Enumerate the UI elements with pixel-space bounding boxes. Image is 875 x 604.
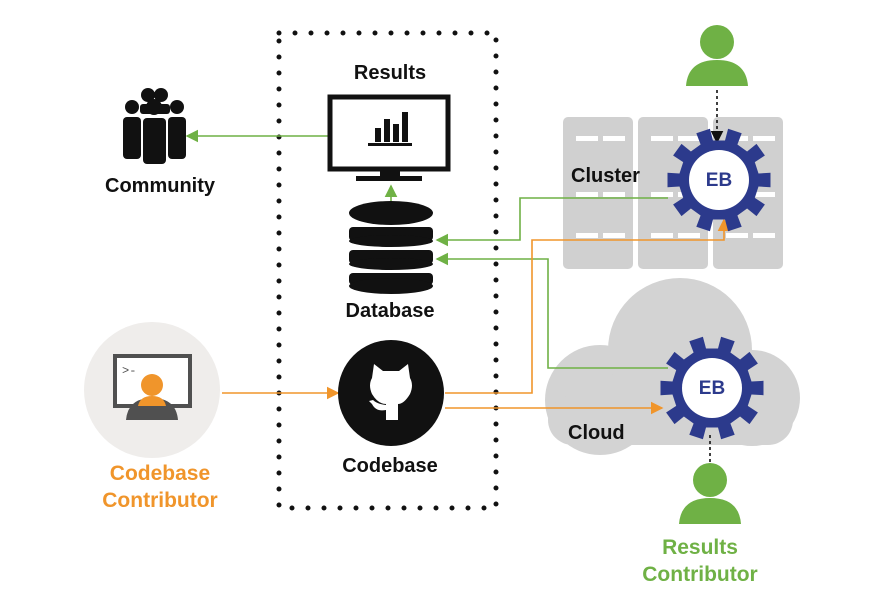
results-contributor-icon <box>679 463 741 524</box>
arrow-codebase-to-cluster <box>445 218 731 394</box>
arrow-cluster-to-database <box>435 197 668 247</box>
monitor-chart-icon <box>327 94 451 181</box>
results-contributor-label-line2: Contributor <box>642 563 758 586</box>
results-contributor-icon <box>686 25 748 86</box>
codebase-label: Codebase <box>342 455 438 477</box>
codebase-contributor-label-line1: Codebase <box>109 462 211 485</box>
easybuild-gear-icon <box>667 128 771 232</box>
arrow-cloud-to-database <box>435 252 668 369</box>
eb-cluster-label: EB <box>705 170 733 191</box>
codebase-contributor-icon: >- <box>84 322 220 458</box>
results-label: Results <box>353 62 427 84</box>
cluster-label: Cluster <box>571 165 640 187</box>
cloud-label: Cloud <box>568 422 625 444</box>
project-boundary <box>276 30 499 511</box>
codebase-contributor-label-line2: Contributor <box>102 489 218 512</box>
results-contributor-label-line1: Results <box>662 536 738 559</box>
codebase-contributor-label: Codebase Contributor <box>102 460 217 514</box>
community-icon <box>123 88 186 164</box>
svg-text:>-: >- <box>122 364 136 378</box>
database-label: Database <box>345 300 435 322</box>
eb-cloud-label: EB <box>698 378 726 399</box>
easybuild-gear-icon <box>660 336 764 440</box>
results-contributor-label: Results Contributor <box>642 534 757 588</box>
github-icon <box>338 340 444 446</box>
community-label: Community <box>105 175 215 197</box>
database-icon <box>349 201 433 294</box>
